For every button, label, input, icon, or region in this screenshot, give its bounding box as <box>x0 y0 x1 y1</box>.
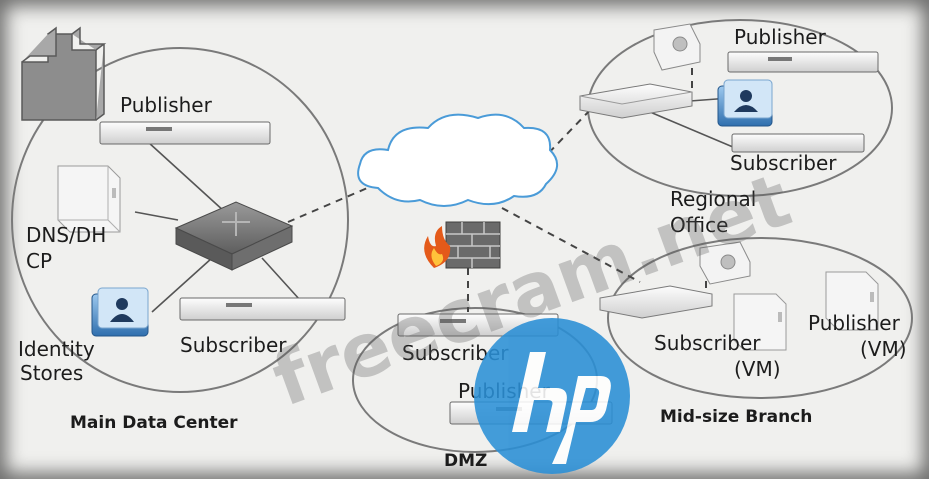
identity-stores-label-line2: Stores <box>20 361 83 385</box>
building-icon <box>21 26 107 121</box>
main-subscriber-server-icon <box>179 297 346 321</box>
mid-size-branch-zone <box>607 237 913 399</box>
regional-publisher-server-icon <box>727 51 879 73</box>
identity-stores-label-line1: Identity <box>18 337 95 361</box>
main-publisher-server-icon <box>99 121 271 145</box>
dns-dhcp-label-line2: CP <box>26 249 52 273</box>
branch-publisher-vm-icon <box>825 271 879 331</box>
regional-identity-store-icon <box>717 79 773 127</box>
branch-subscriber-label-line2: (VM) <box>734 357 781 381</box>
regional-router-icon <box>579 83 693 119</box>
main-subscriber-label: Subscriber <box>180 333 287 357</box>
regional-publisher-label: Publisher <box>734 25 827 49</box>
main-publisher-label: Publisher <box>120 93 213 117</box>
hp-logo-icon <box>474 318 630 474</box>
branch-camera-icon <box>699 241 751 285</box>
branch-subscriber-label-line1: Subscriber <box>654 331 761 355</box>
branch-subscriber-vm-icon <box>733 293 787 351</box>
dmz-label: DMZ <box>444 451 487 471</box>
regional-subscriber-label: Subscriber <box>730 151 837 175</box>
regional-office-label-line2: Office <box>670 213 728 237</box>
regional-camera-icon <box>653 23 701 71</box>
firewall-icon <box>424 221 501 269</box>
cloud-icon <box>357 113 558 207</box>
branch-publisher-label-line1: Publisher <box>808 311 901 335</box>
main-data-center-zone <box>11 47 349 393</box>
mid-size-branch-label: Mid-size Branch <box>660 407 812 427</box>
main-data-center-label: Main Data Center <box>70 413 238 433</box>
dns-dhcp-server-icon <box>57 165 121 233</box>
core-switch-icon <box>174 201 294 271</box>
regional-office-label-line1: Regional <box>670 187 756 211</box>
dns-dhcp-label-line1: DNS/DH <box>26 223 106 247</box>
branch-router-icon <box>599 285 713 319</box>
regional-subscriber-server-icon <box>731 133 865 153</box>
identity-store-icon <box>91 287 149 337</box>
branch-publisher-label-line2: (VM) <box>860 337 907 361</box>
